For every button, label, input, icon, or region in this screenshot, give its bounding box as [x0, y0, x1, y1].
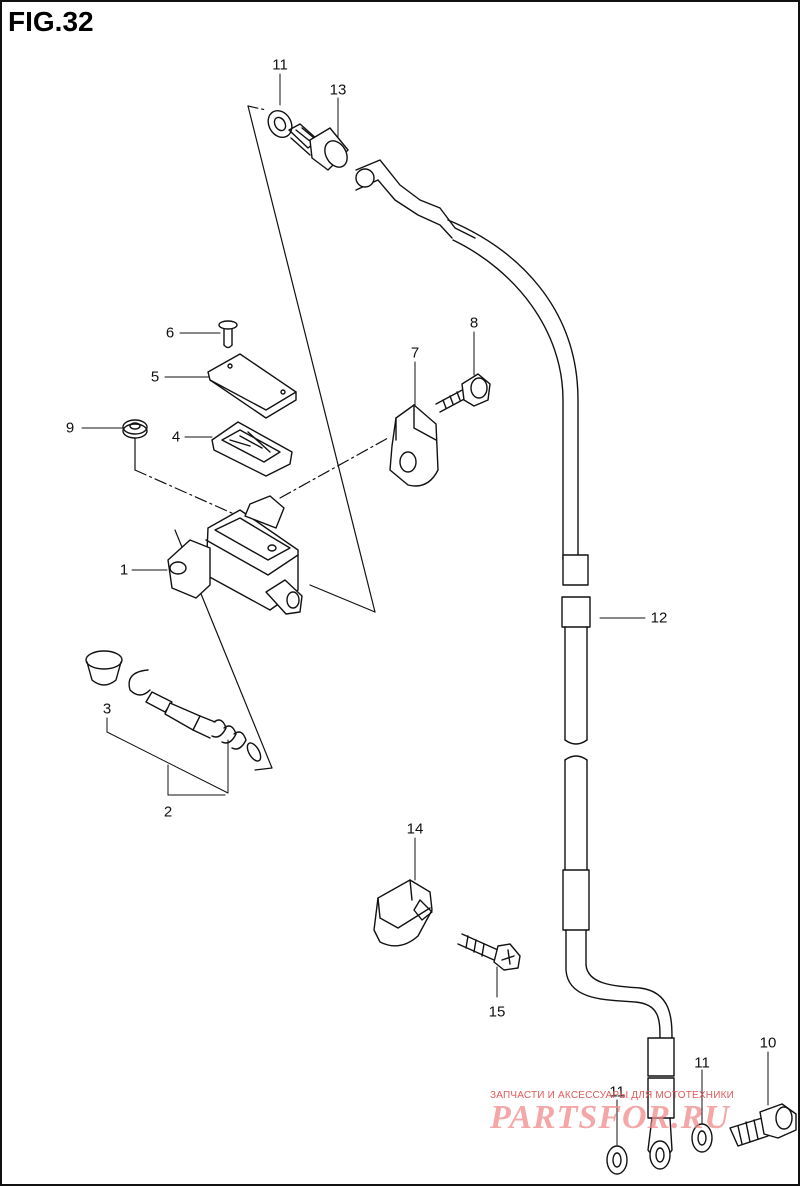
callout-11-left: 11 — [609, 1083, 625, 1101]
clamp-7 — [389, 404, 439, 487]
screw-6 — [218, 320, 238, 349]
callout-12: 12 — [650, 609, 668, 627]
nut-9 — [122, 419, 148, 439]
master-cylinder-1 — [167, 495, 303, 615]
bolt-15 — [457, 933, 521, 971]
bolt-8 — [435, 373, 491, 413]
callout-3: 3 — [102, 700, 112, 718]
callout-14: 14 — [406, 820, 424, 838]
callout-15: 15 — [488, 1003, 506, 1021]
callout-11-right: 11 — [694, 1054, 710, 1072]
diaphragm-4 — [211, 421, 293, 477]
callout-10: 10 — [759, 1034, 777, 1052]
circlip — [128, 669, 151, 696]
watermark: ЗАПЧАСТИ И АКСЕССУАРЫ ДЛЯ МОТОТЕХНИКИ PA… — [490, 1090, 795, 1135]
callout-4: 4 — [171, 428, 181, 446]
union-bolt-13 — [288, 123, 349, 171]
callout-13: 13 — [329, 81, 347, 99]
boot-3 — [85, 650, 123, 686]
washer-11-top — [267, 109, 293, 139]
watermark-logo: PARTSFOR.RU — [490, 1099, 730, 1136]
callout-6: 6 — [165, 324, 175, 342]
callout-9: 9 — [65, 419, 75, 437]
reservoir-cap-5 — [207, 353, 297, 419]
callout-8: 8 — [469, 314, 479, 332]
washer-11-bottom-right — [691, 1123, 713, 1153]
callout-11-top: 11 — [272, 56, 288, 74]
figure-title: FIG.32 — [8, 6, 94, 37]
washer-11-bottom-left — [606, 1145, 628, 1175]
callout-1: 1 — [119, 561, 129, 579]
piston-kit-2 — [145, 691, 262, 762]
brake-hose-12 — [355, 159, 675, 1170]
hose-clamp-14 — [373, 879, 433, 947]
union-bolt-10 — [729, 1103, 797, 1147]
callout-7: 7 — [410, 344, 420, 362]
leader-lines — [81, 73, 769, 1146]
watermark-caption: ЗАПЧАСТИ И АКСЕССУАРЫ ДЛЯ МОТОТЕХНИКИ — [490, 1090, 735, 1101]
callout-2: 2 — [163, 803, 173, 821]
callout-5: 5 — [150, 368, 160, 386]
